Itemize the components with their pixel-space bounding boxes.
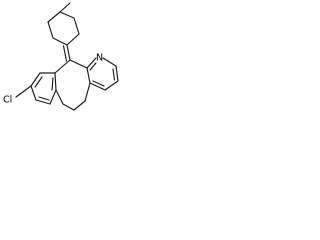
bond <box>52 37 68 46</box>
bond <box>84 82 91 102</box>
bond <box>34 76 43 88</box>
bond <box>86 57 97 69</box>
bond <box>92 80 105 87</box>
chemical-structure-diagram: N Cl <box>3 2 119 111</box>
bond <box>54 59 71 74</box>
bond <box>86 67 91 84</box>
bond <box>51 77 54 91</box>
bond <box>89 82 106 91</box>
bond <box>89 62 97 71</box>
chlorine-bond <box>15 85 32 98</box>
bond <box>54 72 57 91</box>
bond <box>66 44 71 61</box>
bond <box>30 85 37 101</box>
bond <box>69 59 88 69</box>
bond <box>115 65 119 82</box>
exocyclic-double-bond <box>62 44 71 62</box>
bond <box>49 89 57 105</box>
atom-label-nitrogen: N <box>96 53 103 64</box>
central-ring <box>54 59 91 111</box>
bond <box>47 21 54 39</box>
bond <box>102 57 117 67</box>
piperidine-ring <box>47 2 80 46</box>
bond <box>73 17 80 35</box>
bond <box>62 45 68 62</box>
bond <box>47 11 61 23</box>
bond <box>38 96 50 101</box>
bond <box>30 72 41 87</box>
benzene-ring <box>15 72 57 105</box>
n-methyl-bond <box>59 2 71 13</box>
bond <box>104 80 119 91</box>
bond <box>55 89 64 105</box>
bond <box>62 103 75 111</box>
bond <box>59 11 75 19</box>
pyridine-ring <box>86 57 119 91</box>
atom-label-chlorine: Cl <box>3 95 12 106</box>
bond <box>35 99 51 105</box>
bond <box>66 33 80 46</box>
bond <box>112 68 116 81</box>
bond <box>73 100 86 111</box>
